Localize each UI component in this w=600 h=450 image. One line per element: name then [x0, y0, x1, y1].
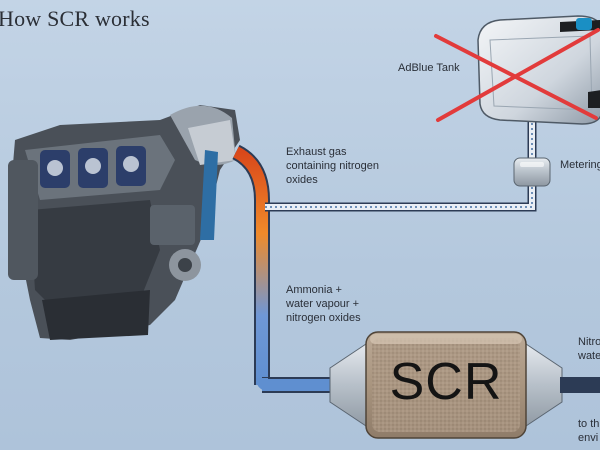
outlet-top-line-2: wate: [578, 350, 600, 362]
metering-label: Metering: [560, 159, 600, 171]
page-title: How SCR works: [0, 6, 150, 31]
exhaust-gas-label: Exhaust gas containing nitrogen oxides: [286, 145, 379, 187]
outlet-top-label: Nitro wate: [578, 335, 600, 363]
exhaust-gas-line-3: oxides: [286, 174, 318, 186]
adblue-tank-label: AdBlue Tank: [398, 62, 460, 74]
scr-catalyst-icon: [329, 331, 563, 439]
red-cross-icon: [434, 28, 600, 122]
adblue-dosing-line: [265, 118, 537, 212]
ammonia-label: Ammonia + water vapour + nitrogen oxides: [286, 283, 361, 325]
exhaust-gas-line-2: containing nitrogen: [286, 160, 379, 172]
ammonia-line-1: Ammonia +: [286, 284, 342, 296]
engine-illustration: [8, 105, 240, 340]
ammonia-line-3: nitrogen oxides: [286, 312, 361, 324]
adblue-tank-icon: [477, 15, 600, 125]
outlet-bottom-line-1: to th: [578, 418, 600, 430]
ammonia-line-2: water vapour +: [286, 298, 360, 310]
exhaust-gas-line-1: Exhaust gas: [286, 146, 347, 158]
outlet-bottom-line-2: envi: [578, 432, 599, 444]
outlet-top-line-1: Nitro: [578, 336, 600, 348]
outlet-bottom-label: to th envi: [578, 417, 599, 445]
metering-unit-icon: [513, 157, 551, 187]
scr-label: SCR: [389, 353, 503, 411]
